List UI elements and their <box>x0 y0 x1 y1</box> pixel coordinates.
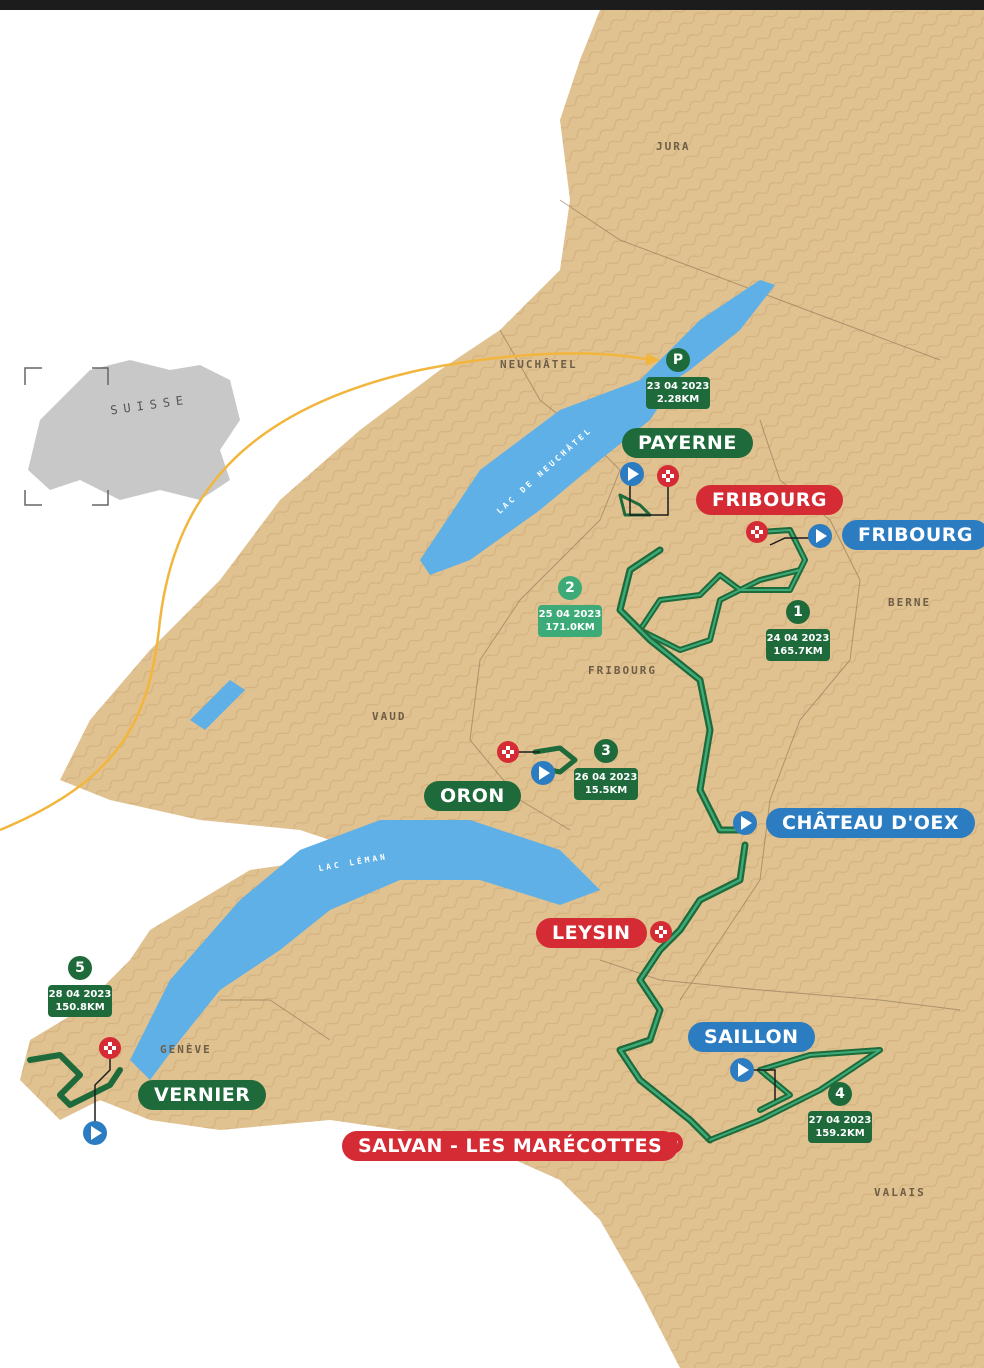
stage-number: 1 <box>786 600 810 624</box>
region-jura: JURA <box>656 140 691 153</box>
route-arrow <box>0 352 651 832</box>
lac-leman <box>130 820 600 1080</box>
stage-distance: 2.28KM <box>656 394 700 405</box>
start-icon-saillon <box>730 1058 754 1082</box>
place-payerne: PAYERNE <box>622 428 753 458</box>
stage-info: 25 04 2023 171.0KM <box>538 605 602 637</box>
stage-date: 24 04 2023 <box>766 633 830 644</box>
lac-de-neuchatel <box>420 380 670 575</box>
stage-info: 24 04 2023 165.7KM <box>766 629 830 661</box>
start-icon-oron <box>531 761 555 785</box>
stage-badge-prologue: P 23 04 2023 2.28KM <box>640 348 716 409</box>
stage-info: 26 04 2023 15.5KM <box>574 768 638 800</box>
stage-distance: 165.7KM <box>773 646 823 657</box>
finish-icon-fribourg <box>746 521 768 543</box>
stage-number: 4 <box>828 1082 852 1106</box>
arrow-head <box>646 353 660 366</box>
top-border <box>0 0 984 10</box>
stage-badge-4: 4 27 04 2023 159.2KM <box>802 1082 878 1143</box>
region-valais: VALAIS <box>874 1186 926 1199</box>
stage-info: 28 04 2023 150.8KM <box>48 985 112 1017</box>
start-icon-chateau-doex <box>733 811 757 835</box>
finish-icon-vernier <box>99 1037 121 1059</box>
inset-switzerland <box>24 360 240 506</box>
stage-date: 25 04 2023 <box>538 609 602 620</box>
stage-routes <box>27 493 883 1144</box>
finish-icon-oron <box>497 741 519 763</box>
stage-number: 5 <box>68 956 92 980</box>
stage-date: 27 04 2023 <box>808 1115 872 1126</box>
stage-distance: 171.0KM <box>545 622 595 633</box>
stage-info: 23 04 2023 2.28KM <box>646 377 710 409</box>
place-saillon: SAILLON <box>688 1022 815 1052</box>
place-fribourg-start: FRIBOURG <box>842 520 984 550</box>
place-chateau-doex: CHÂTEAU D'OEX <box>766 808 976 838</box>
start-icon-payerne <box>620 462 644 486</box>
stage-number: 2 <box>558 576 582 600</box>
place-salvan: SALVAN - LES MARÉCOTTES <box>342 1131 679 1161</box>
region-neuchatel: NEUCHÂTEL <box>500 358 578 371</box>
start-icon-vernier <box>83 1121 107 1145</box>
stage-distance: 150.8KM <box>55 1002 105 1013</box>
region-vaud: VAUD <box>372 710 407 723</box>
stage-number: 3 <box>594 739 618 763</box>
place-oron: ORON <box>424 781 521 811</box>
stage-date: 26 04 2023 <box>574 772 638 783</box>
stage-badge-3: 3 26 04 2023 15.5KM <box>568 739 644 800</box>
place-leysin: LEYSIN <box>536 918 647 948</box>
region-fribourg: FRIBOURG <box>588 664 657 677</box>
region-berne: BERNE <box>888 596 932 609</box>
stage-badge-2: 2 25 04 2023 171.0KM <box>532 576 608 637</box>
finish-icon-payerne <box>657 465 679 487</box>
region-geneve: GENÈVE <box>160 1043 212 1056</box>
stage-number: P <box>666 348 690 372</box>
land-area <box>20 10 984 1368</box>
start-icon-fribourg <box>808 524 832 548</box>
stage-distance: 15.5KM <box>584 785 628 796</box>
stage-badge-5: 5 28 04 2023 150.8KM <box>42 956 118 1017</box>
stage-badge-1: 1 24 04 2023 165.7KM <box>760 600 836 661</box>
stage-date: 23 04 2023 <box>646 381 710 392</box>
stage-info: 27 04 2023 159.2KM <box>808 1111 872 1143</box>
lac-de-joux <box>190 680 245 730</box>
stage-distance: 159.2KM <box>815 1128 865 1139</box>
finish-icon-leysin <box>650 921 672 943</box>
stage-date: 28 04 2023 <box>48 989 112 1000</box>
place-fribourg-finish: FRIBOURG <box>696 485 843 515</box>
place-vernier: VERNIER <box>138 1080 267 1110</box>
